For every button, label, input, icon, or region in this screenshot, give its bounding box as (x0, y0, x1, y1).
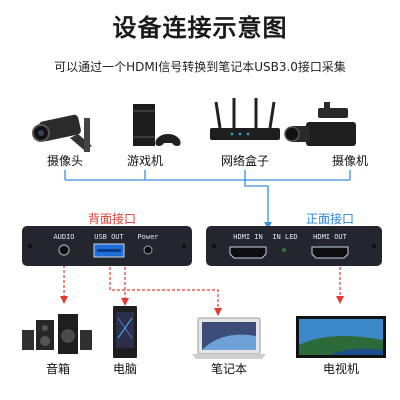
output-label-tv: 电视机 (322, 362, 359, 376)
page-subtitle: 可以通过一个HDMI信号转换到笔记本USB3.0接口采集 (54, 60, 346, 74)
front-panel-device (206, 226, 382, 266)
hdmi-out-port (311, 246, 349, 259)
output-label-speakers: 音箱 (45, 362, 70, 376)
output-label-laptop: 笔记本 (210, 362, 247, 376)
output-label-pc: 电脑 (112, 362, 137, 376)
back-panel-title: 背面接口 (87, 212, 136, 226)
television-icon (296, 316, 386, 358)
speakers-icon (22, 314, 92, 354)
power-port (143, 245, 153, 255)
laptop-icon (192, 317, 266, 359)
audio-jack (58, 244, 70, 256)
back-panel-device (22, 226, 192, 266)
in-led (282, 248, 286, 252)
in-led-label: IN LED (272, 233, 298, 241)
front-panel-title: 正面接口 (305, 212, 354, 226)
source-label-camera: 摄像头 (46, 154, 83, 168)
game-console-icon (133, 104, 181, 146)
hdmi-in-port-label: HDMI IN (233, 233, 263, 241)
source-label-console: 游戏机 (126, 154, 163, 168)
audio-port-label: AUDIO (53, 233, 75, 241)
video-camcorder-icon (284, 102, 356, 146)
usb-out-port-label: USB OUT (94, 233, 124, 241)
power-port-label: Power (137, 233, 159, 241)
source-label-camcorder: 摄像机 (331, 154, 368, 168)
desktop-pc-icon (113, 306, 137, 358)
page-title: 设备连接示意图 (112, 14, 288, 42)
hdmi-in-port (229, 246, 267, 259)
hdmi-out-port-label: HDMI OUT (313, 233, 347, 241)
blue-connection-lines (64, 170, 351, 229)
red-arrowheads (60, 296, 344, 316)
red-connection-lines (63, 260, 341, 312)
security-camera-icon (32, 114, 92, 152)
source-label-network-box: 网络盒子 (220, 154, 269, 168)
network-box-icon (210, 98, 280, 140)
